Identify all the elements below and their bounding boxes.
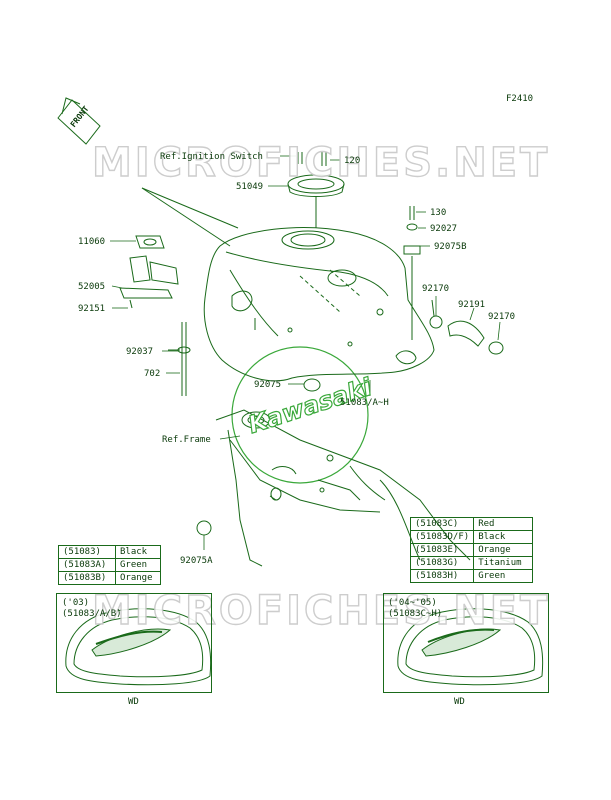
table-row: (51083G)Titanium xyxy=(409,556,534,570)
callout-92027[interactable]: 92027 xyxy=(430,224,458,234)
fuel-tank xyxy=(203,227,435,382)
variant-right-parts: (51083C~H) xyxy=(388,609,443,619)
front-arrow-icon xyxy=(57,97,101,145)
variant-left-year: ('03) xyxy=(62,598,90,608)
watermark-top: MICROFICHES.NET xyxy=(91,139,551,186)
fuel-hose xyxy=(168,322,191,396)
variant-left-caption: WD xyxy=(128,697,139,707)
table-row: (51083E)Orange xyxy=(409,543,534,557)
callout-ref-ignition[interactable]: Ref.Ignition Switch xyxy=(160,152,263,162)
callout-130[interactable]: 130 xyxy=(430,208,447,218)
table-row: (51083D/F)Black xyxy=(409,530,534,544)
tank-rubber-92075 xyxy=(303,378,321,392)
variant-right-year: ('04~'05) xyxy=(388,598,437,608)
filler-cap xyxy=(287,152,345,228)
callout-92170-b[interactable]: 92170 xyxy=(488,312,516,322)
table-row: (51083H)Green xyxy=(409,569,534,583)
color-table-right: (51083C)Red (51083D/F)Black (51083E)Oran… xyxy=(409,517,534,583)
table-row: (51083)Black xyxy=(58,545,161,559)
callout-92170-a[interactable]: 92170 xyxy=(422,284,450,294)
figure-code: F2410 xyxy=(506,94,534,104)
table-row: (51083A)Green xyxy=(58,558,161,572)
table-row: (51083C)Red xyxy=(409,517,534,531)
callout-120[interactable]: 120 xyxy=(344,156,361,166)
watermark-bottom: MICROFICHES.NET xyxy=(91,587,551,634)
color-table-left: (51083)Black (51083A)Green (51083B)Orang… xyxy=(58,545,161,585)
callout-92191[interactable]: 92191 xyxy=(458,300,486,310)
callout-702[interactable]: 702 xyxy=(144,369,161,379)
vent-parts xyxy=(403,206,504,355)
variant-right-caption: WD xyxy=(454,697,465,707)
callout-92037[interactable]: 92037 xyxy=(126,347,154,357)
variant-box-right xyxy=(383,593,549,693)
fuel-pump xyxy=(119,235,179,309)
rubber-92075a xyxy=(196,520,212,536)
callout-52005[interactable]: 52005 xyxy=(78,282,106,292)
callout-11060[interactable]: 11060 xyxy=(78,237,106,247)
leader-lines xyxy=(110,155,501,550)
variant-left-parts: (51083/A/B) xyxy=(62,609,122,619)
logo-circle xyxy=(231,346,369,484)
variant-tank-right xyxy=(397,608,544,686)
callout-92075b[interactable]: 92075B xyxy=(434,242,467,252)
callout-51049[interactable]: 51049 xyxy=(236,182,264,192)
callout-51083[interactable]: 51083/A~H xyxy=(340,398,389,408)
variant-tank-left xyxy=(65,608,212,686)
variant-box-left xyxy=(56,593,212,693)
table-row: (51083B)Orange xyxy=(58,571,161,585)
callout-92075a[interactable]: 92075A xyxy=(180,556,213,566)
callout-ref-frame[interactable]: Ref.Frame xyxy=(162,435,211,445)
callout-92151[interactable]: 92151 xyxy=(78,304,106,314)
callout-92075[interactable]: 92075 xyxy=(254,380,282,390)
